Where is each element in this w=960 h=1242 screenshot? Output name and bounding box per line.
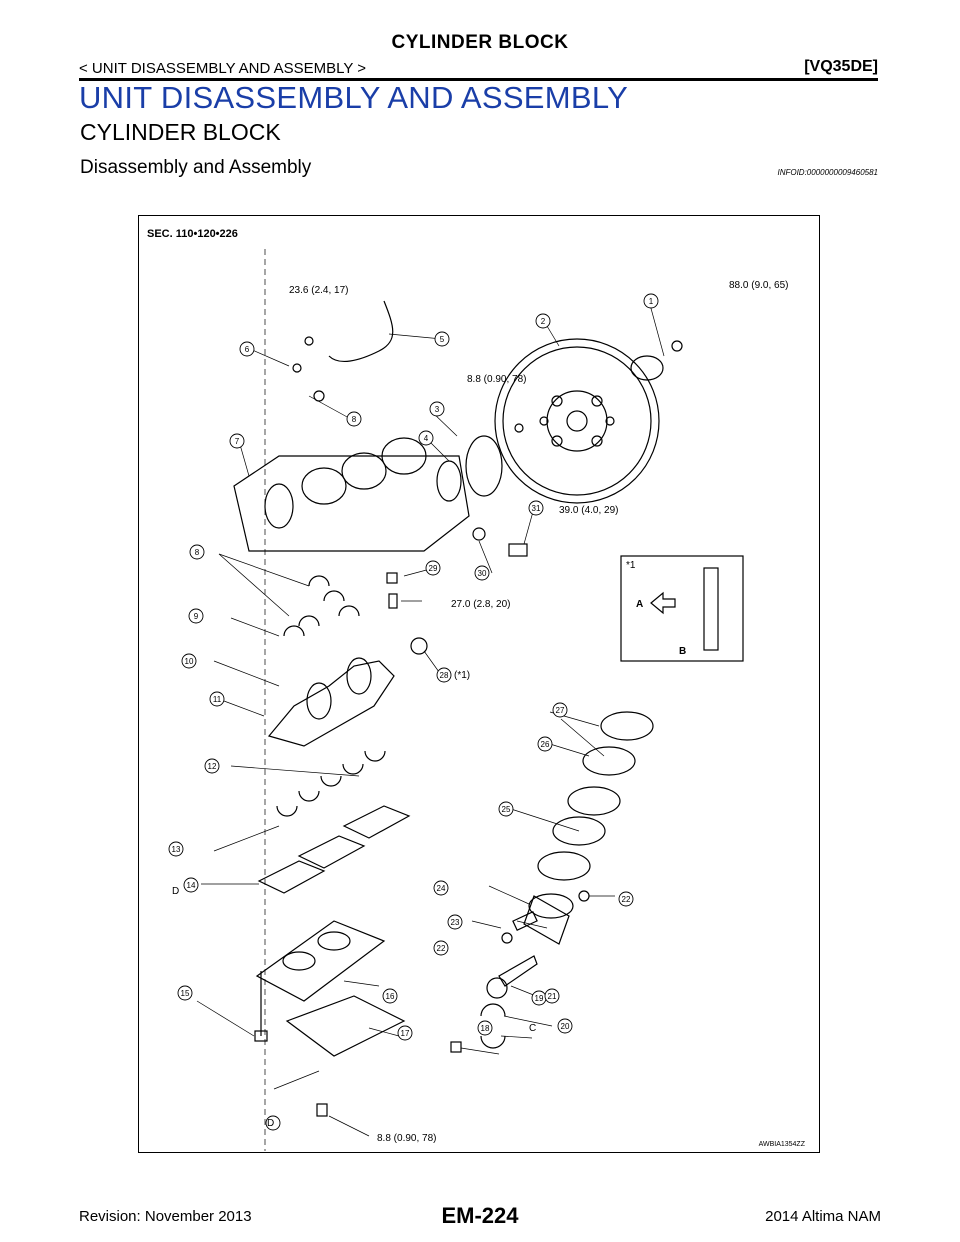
torque-8-8-retainer: 8.8 (0.90, 78) bbox=[467, 374, 526, 385]
callout-11: 11 bbox=[213, 695, 222, 704]
torque-88: 88.0 (9.0, 65) bbox=[729, 280, 788, 291]
inset-letter-b: B bbox=[679, 646, 686, 657]
callout-12: 12 bbox=[208, 762, 217, 771]
callout-22-right: 22 bbox=[622, 895, 631, 904]
callout-9: 9 bbox=[194, 612, 199, 621]
exploded-diagram: 1 2 3 4 5 6 7 8 8 9 10 11 12 13 14 15 16… bbox=[168, 249, 788, 1151]
section-code: SEC. 110•120•226 bbox=[147, 228, 238, 240]
callout-5: 5 bbox=[440, 335, 445, 344]
inset-box bbox=[620, 555, 744, 662]
callout-27: 27 bbox=[556, 706, 565, 715]
pilot-bushing bbox=[410, 637, 428, 655]
figure-code: AWBIA1354ZZ bbox=[758, 1141, 805, 1148]
connecting-rod-bolt bbox=[450, 1041, 462, 1053]
engine-code: [VQ35DE] bbox=[804, 58, 878, 75]
callout-2: 2 bbox=[541, 317, 546, 326]
callout-20: 20 bbox=[561, 1022, 570, 1031]
topic-title: Disassembly and Assembly bbox=[80, 157, 312, 178]
cylinder-block bbox=[233, 455, 470, 552]
piston bbox=[523, 895, 570, 945]
callout-8: 8 bbox=[195, 548, 200, 557]
callout-23: 23 bbox=[451, 918, 460, 927]
callout-13: 13 bbox=[172, 845, 181, 854]
second-ring bbox=[582, 746, 636, 776]
callout-24: 24 bbox=[437, 884, 446, 893]
callout-16: 16 bbox=[386, 992, 395, 1001]
page-header-title: CYLINDER BLOCK bbox=[391, 32, 569, 53]
callout-14: 14 bbox=[187, 881, 196, 890]
torque-39: 39.0 (4.0, 29) bbox=[559, 505, 618, 516]
callout-6: 6 bbox=[245, 345, 250, 354]
info-id: INFOID:0000000009460581 bbox=[777, 168, 878, 177]
knock-sensor-harness bbox=[328, 300, 394, 363]
baffle-plate bbox=[285, 995, 406, 1057]
inset-label: *1 bbox=[626, 560, 636, 571]
torque-27: 27.0 (2.8, 20) bbox=[451, 599, 510, 610]
drive-plate bbox=[494, 338, 660, 504]
callout-30: 30 bbox=[478, 569, 487, 578]
callout-28: 28 bbox=[440, 671, 449, 680]
callout-4: 4 bbox=[424, 434, 429, 443]
subsection-title: CYLINDER BLOCK bbox=[80, 119, 281, 145]
callout-17: 17 bbox=[401, 1029, 410, 1038]
crankshaft bbox=[267, 660, 395, 747]
oil-pressure-switch bbox=[508, 543, 528, 557]
callout-22-left: 22 bbox=[437, 944, 446, 953]
revision-date: Revision: November 2013 bbox=[79, 1208, 252, 1225]
callout-18: 18 bbox=[481, 1024, 490, 1033]
drain-plug bbox=[386, 572, 398, 584]
callout-7: 7 bbox=[235, 437, 240, 446]
reinforcement-plate bbox=[630, 355, 664, 381]
letter-c: C bbox=[529, 1023, 536, 1034]
breadcrumb: < UNIT DISASSEMBLY AND ASSEMBLY > bbox=[79, 60, 367, 77]
callout-8-sensor: 8 bbox=[352, 415, 357, 424]
callout-26: 26 bbox=[541, 740, 550, 749]
model-name: 2014 Altima NAM bbox=[765, 1208, 881, 1225]
callout-25: 25 bbox=[502, 805, 511, 814]
callout-15: 15 bbox=[181, 989, 190, 998]
callout-3: 3 bbox=[435, 405, 440, 414]
page-number: EM-224 bbox=[441, 1203, 519, 1228]
torque-8-8-baffle: 8.8 (0.90, 78) bbox=[377, 1133, 436, 1144]
piston-pin bbox=[512, 911, 538, 931]
callout-1: 1 bbox=[649, 297, 654, 306]
lower-cylinder-block bbox=[255, 920, 386, 1002]
letter-d: D bbox=[267, 1118, 274, 1129]
callout-10: 10 bbox=[185, 657, 194, 666]
callout-19: 19 bbox=[535, 994, 544, 1003]
callout-31: 31 bbox=[532, 504, 541, 513]
header-rule bbox=[79, 78, 878, 81]
note-28: (*1) bbox=[454, 670, 470, 681]
main-bearing-cap bbox=[342, 805, 411, 839]
letter-d-note: D bbox=[172, 886, 179, 897]
connecting-rod bbox=[498, 955, 538, 987]
inset-letter-a: A bbox=[636, 599, 643, 610]
callout-21: 21 bbox=[548, 992, 557, 1001]
top-ring bbox=[600, 711, 654, 741]
torque-23-6: 23.6 (2.4, 17) bbox=[289, 285, 348, 296]
exploded-view-figure: 1 2 3 4 5 6 7 8 8 9 10 11 12 13 14 15 16… bbox=[138, 215, 820, 1153]
section-title: UNIT DISASSEMBLY AND ASSEMBLY bbox=[79, 80, 629, 115]
oil-ring bbox=[567, 786, 621, 816]
callout-29: 29 bbox=[429, 564, 438, 573]
rear-oil-seal-retainer bbox=[465, 435, 503, 497]
